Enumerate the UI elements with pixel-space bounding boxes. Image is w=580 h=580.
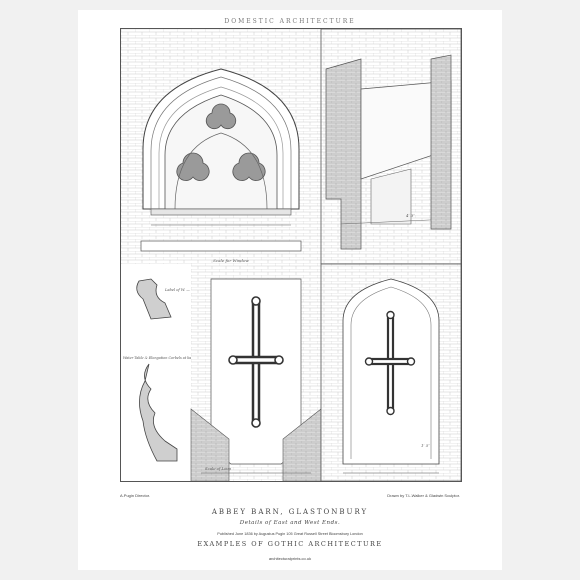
loop-scale-label: Scale of Loop (205, 466, 232, 471)
loop-dimension: 1′ 5″ (421, 443, 430, 448)
window-scale-label: Scale for Window (213, 258, 249, 263)
window-elevation: Scale for Window (121, 29, 321, 264)
plate-title: ABBEY BARN, GLASTONBURY (211, 508, 369, 516)
drawing-frame: Scale for Window 4′ 3″ Label of W. — No.… (120, 28, 462, 482)
cross-loop-east: Scale of Loop (190, 264, 322, 481)
cross-loop-west: 1′ 5″ (320, 263, 461, 481)
print-sheet: DOMESTIC ARCHITECTURE (78, 10, 502, 570)
series-title: EXAMPLES OF GOTHIC ARCHITECTURE (197, 540, 383, 548)
water-table-label: Water Table & Elongation Corbels at base (123, 356, 195, 360)
draughtsman-credit: Drawn by T.L.Walker & Gladwin Sculptor. (387, 493, 460, 498)
west-dimension: 4′ 3″ (405, 213, 415, 218)
plate-header: DOMESTIC ARCHITECTURE (224, 18, 356, 25)
label-details: Label of W. — No.2b6 arm. (164, 288, 214, 292)
plan-section: 4′ 3″ (320, 29, 461, 265)
director-credit: A.Pugin Director. (120, 493, 151, 498)
publisher-line: Published June 1836 by Augustus Pugin 10… (217, 532, 363, 536)
moulding-profiles: Label of W. — No.2b6 arm. Water Table & … (121, 264, 214, 481)
plate-subtitle: Details of East and West Ends. (239, 520, 341, 526)
architectural-drawing: Scale for Window 4′ 3″ Label of W. — No.… (121, 29, 461, 481)
watermark: architecturalprints.co.uk (268, 556, 312, 561)
